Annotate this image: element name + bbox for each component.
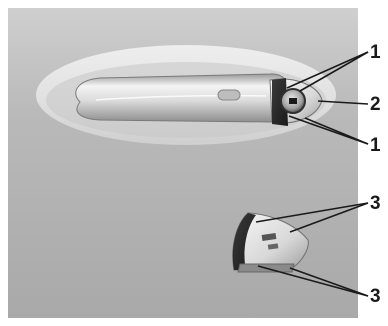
callout-1-lower: 1 (370, 135, 381, 156)
callout-1-upper: 1 (370, 42, 381, 63)
callout-3-lower: 3 (370, 286, 381, 307)
callout-3-upper: 3 (370, 193, 381, 214)
key-slot (289, 98, 297, 104)
handle-sensor-bar (218, 90, 240, 100)
callout-2: 2 (370, 94, 381, 115)
door-handle (76, 74, 290, 122)
